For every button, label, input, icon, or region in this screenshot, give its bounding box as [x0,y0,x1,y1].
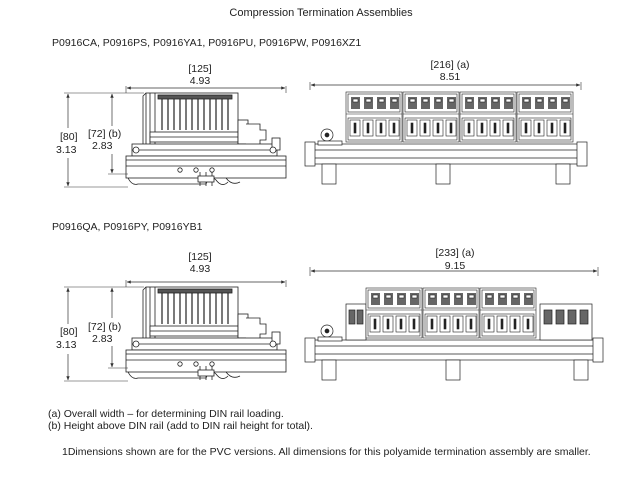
group2-front-view [304,267,604,381]
group1-models: P0916CA, P0916PS, P0916YA1, P0916PU, P09… [52,37,362,49]
group2-side-view [64,280,287,382]
group1-side-width-mm: [125] [188,63,212,75]
note-a: (a) Overall width – for determining DIN … [48,408,284,420]
group1-overall-height-mm: [80] [60,131,78,143]
group1-rail-height-mm: [72] (b) [88,128,122,140]
group2-rail-height-mm: [72] (b) [88,321,122,333]
group2-rail-height-in: 2.83 [92,333,113,345]
group1-front-view [304,82,588,185]
footnote: 1Dimensions shown are for the PVC versio… [62,446,591,458]
group1-front-width-in: 8.51 [439,71,461,83]
group1-front-width-mm: [216] (a) [430,59,470,71]
page-title: Compression Termination Assemblies [229,7,413,19]
group2-models: P0916QA, P0916PY, P0916YB1 [52,221,203,233]
group1-overall-height-in: 3.13 [56,144,77,156]
group2-front-width-mm: [233] (a) [435,247,475,259]
group1-side-view [64,86,287,188]
group1-rail-height-in: 2.83 [92,140,113,152]
group2-side-width-in: 4.93 [189,263,211,275]
group2-front-width-in: 9.15 [444,260,466,272]
note-b: (b) Height above DIN rail (add to DIN ra… [48,420,313,432]
group1-side-width-in: 4.93 [189,75,211,87]
group2-overall-height-mm: [80] [60,326,78,338]
group2-side-width-mm: [125] [188,251,212,263]
group2-overall-height-in: 3.13 [56,339,77,351]
